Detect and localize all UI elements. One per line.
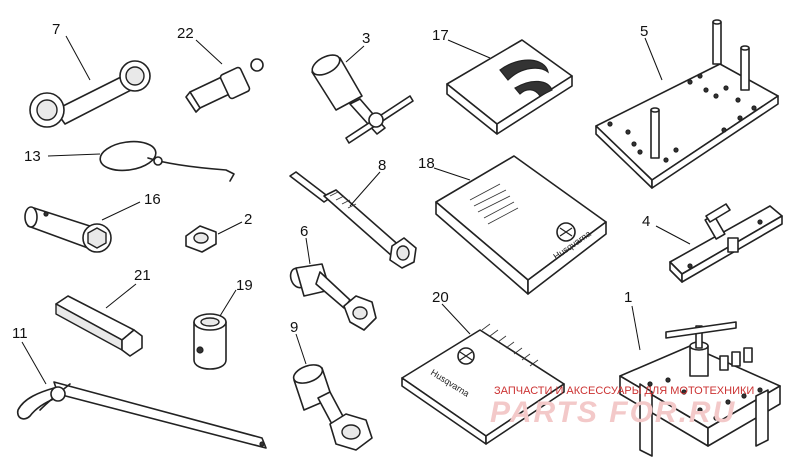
leader-8 <box>349 171 381 207</box>
callout-22: 22 <box>177 25 194 42</box>
callout-8: 8 <box>378 157 386 174</box>
part-1-fixture[interactable] <box>619 321 781 457</box>
watermark-logo: PARTS FOR.RU <box>490 396 736 429</box>
part-20-spiral-notebook[interactable]: Husqvarna <box>401 323 565 445</box>
callout-11: 11 <box>12 325 28 342</box>
part-4-bracket[interactable] <box>669 203 783 283</box>
callout-6: 6 <box>300 223 308 240</box>
watermark-caption: ЗАПЧАСТИ И АКСЕССУАРЫ ДЛЯ МОТОТЕХНИКИ <box>494 385 754 397</box>
leader-22 <box>195 39 223 65</box>
callout-18: 18 <box>418 155 435 172</box>
leader-11 <box>21 341 47 385</box>
part-17-booklet[interactable] <box>446 39 573 135</box>
leader-7 <box>65 35 91 81</box>
leader-19 <box>219 289 237 317</box>
callout-17: 17 <box>432 27 449 44</box>
part-2-nut[interactable] <box>185 225 217 253</box>
leader-16 <box>101 201 141 221</box>
part-6-bolt-puller[interactable] <box>288 263 377 331</box>
part-18-service-manual[interactable]: Husqvarna <box>435 155 607 295</box>
callout-20: 20 <box>432 289 449 306</box>
leader-21 <box>105 283 137 309</box>
part-19-collar[interactable] <box>193 313 227 370</box>
callout-16: 16 <box>144 191 161 208</box>
leader-20 <box>441 303 471 335</box>
callout-19: 19 <box>236 277 253 294</box>
callout-2: 2 <box>244 211 252 228</box>
leader-3 <box>345 45 365 63</box>
callout-3: 3 <box>362 30 370 47</box>
part-16-socket-tube[interactable] <box>24 206 112 253</box>
part-8-threaded-shaft[interactable] <box>289 171 417 269</box>
part-21-hex-bar[interactable] <box>55 295 143 357</box>
callout-9: 9 <box>290 319 298 336</box>
leader-13 <box>47 153 101 157</box>
callout-5: 5 <box>640 23 648 40</box>
leader-18 <box>433 167 471 181</box>
callout-7: 7 <box>52 21 60 38</box>
leader-6 <box>305 237 311 265</box>
watermark: ЗАПЧАСТИ И АКСЕССУАРЫ ДЛЯ МОТОТЕХНИКИ PA… <box>490 385 754 429</box>
callout-13: 13 <box>24 148 41 165</box>
part-22-key-tool[interactable] <box>185 58 264 113</box>
part-5-pin-plate[interactable] <box>595 19 779 189</box>
callout-1: 1 <box>624 289 632 306</box>
callout-21: 21 <box>134 267 151 284</box>
part-13-wire-hook[interactable] <box>98 138 235 182</box>
part-9-bolt-bushing[interactable] <box>291 361 373 451</box>
leader-9 <box>295 333 307 365</box>
leader-5 <box>644 37 663 81</box>
callout-4: 4 <box>642 213 650 230</box>
part-3-t-handle-puller[interactable] <box>309 51 414 144</box>
leader-4 <box>655 225 691 245</box>
part-11-holding-tool[interactable] <box>16 381 267 449</box>
part-7-ring-spanner[interactable] <box>29 60 151 128</box>
leader-2 <box>217 221 243 235</box>
leader-1 <box>631 305 641 351</box>
leader-17 <box>447 39 491 59</box>
